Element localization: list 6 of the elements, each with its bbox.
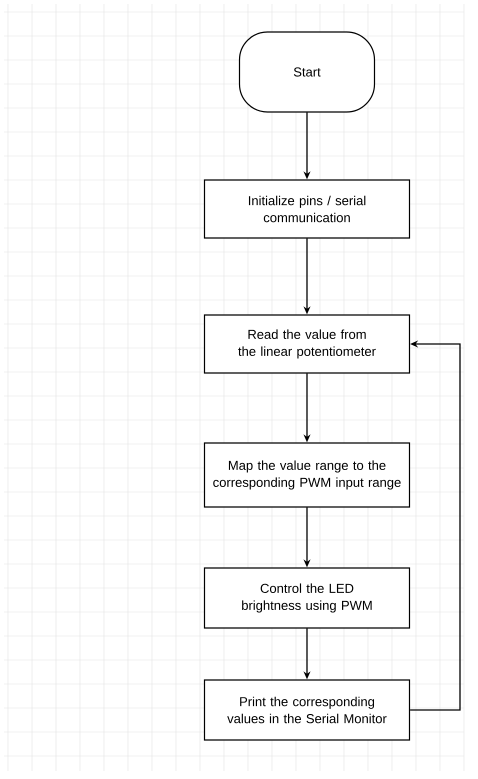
process-box: Initialize pins / serial communication (204, 179, 410, 239)
start-terminal: Start (238, 31, 376, 113)
process-box: Read the value from the linear potentiometer (204, 314, 410, 374)
process-box: Map the value range to the corresponding PWM input range (204, 442, 410, 508)
process-box: Print the corresponding values in the Serial Monitor (204, 679, 410, 741)
process-box: Control the LED brightness using PWM (204, 567, 410, 629)
